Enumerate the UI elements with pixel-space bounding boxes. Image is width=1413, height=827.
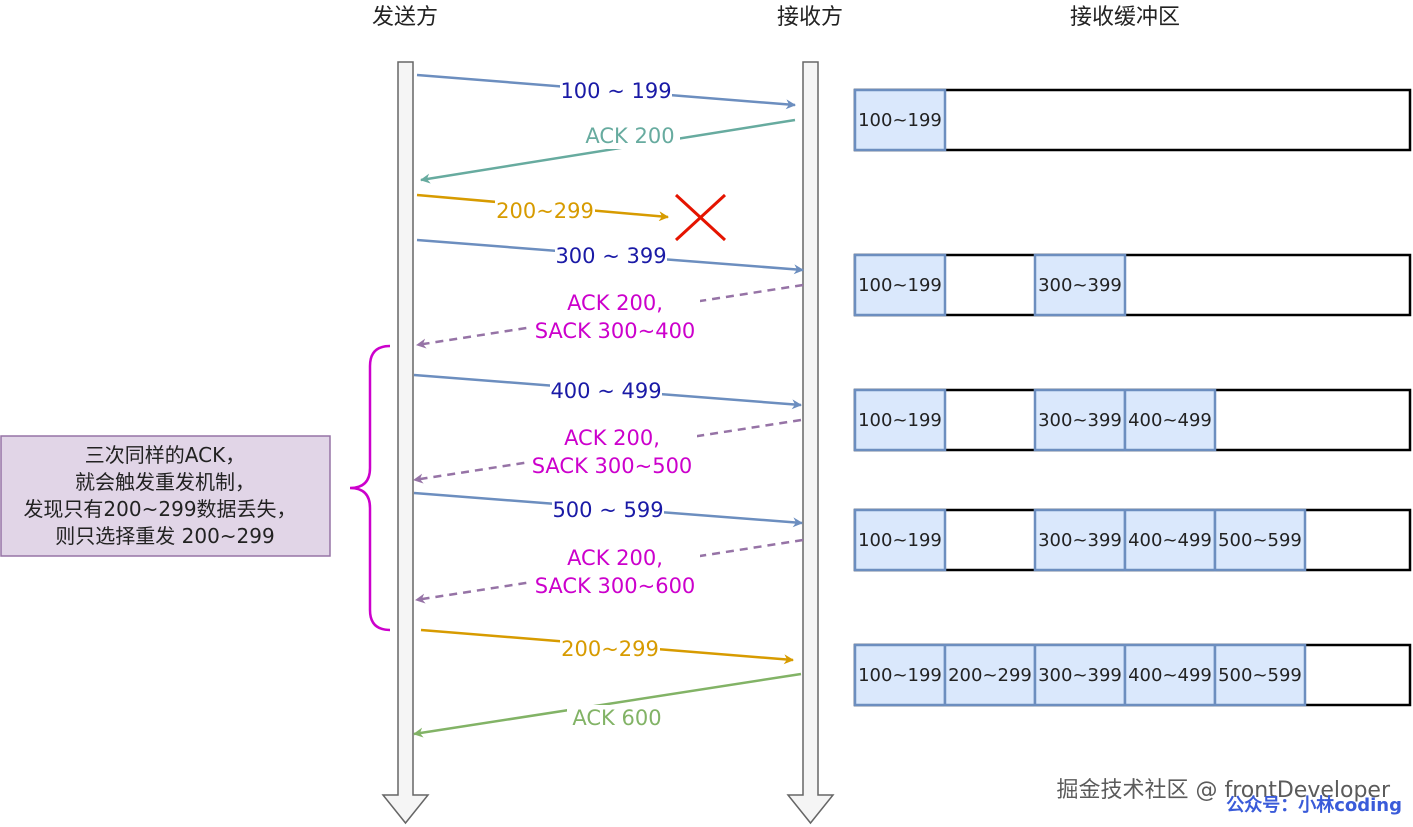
message-label: 300 ~ 399 bbox=[555, 244, 666, 268]
buffer-cell bbox=[853, 88, 947, 152]
buffer-cell bbox=[943, 643, 1037, 707]
receive-buffers: 100~199 100~199 300~399 100~199 300~399 400~4… bbox=[853, 88, 1412, 707]
message-arrow bbox=[420, 118, 796, 184]
message-arrow bbox=[415, 538, 804, 604]
buffer-cell bbox=[853, 643, 947, 707]
note-line: 发现只有200~299数据丢失， bbox=[23, 497, 296, 521]
message-label: ACK 200, bbox=[564, 426, 660, 450]
receiver-header: 接收方 bbox=[777, 5, 843, 30]
message-labels: 100 ~ 199 ACK 200 200~299 300 ~ 399 ACK … bbox=[495, 78, 700, 731]
buffer-cell-label: 500~599 bbox=[1218, 665, 1302, 686]
buffer-cell-label: 200~299 bbox=[948, 665, 1032, 686]
message-label: ACK 200, bbox=[567, 291, 663, 315]
buffer-cell-label: 400~499 bbox=[1128, 665, 1212, 686]
buffer-cell-label: 500~599 bbox=[1218, 530, 1302, 551]
buffer-cell bbox=[1033, 253, 1127, 317]
buffer-cell bbox=[1123, 508, 1217, 572]
buffer-cell bbox=[853, 253, 947, 317]
note-line: 则只选择重发 200~299 bbox=[55, 524, 274, 548]
message-label-secondary: SACK 300~400 bbox=[535, 319, 696, 343]
sender-lifeline bbox=[381, 61, 430, 825]
buffer-cell-label: 100~199 bbox=[858, 275, 942, 296]
message-label: 500 ~ 599 bbox=[552, 498, 663, 522]
buffer-cell bbox=[853, 388, 947, 452]
message-label: 100 ~ 199 bbox=[560, 79, 671, 103]
buffer-cell bbox=[1033, 508, 1127, 572]
buffer-cell bbox=[853, 508, 947, 572]
buffer-row bbox=[853, 88, 1412, 152]
note-box bbox=[0, 435, 331, 557]
buffer-cell bbox=[1213, 643, 1307, 707]
note-line: 就会触发重发机制， bbox=[75, 470, 255, 494]
message-arrow bbox=[413, 672, 802, 738]
buffer-cell bbox=[1123, 388, 1217, 452]
watermark-wechat: 公众号：小林coding bbox=[1226, 794, 1402, 816]
message-arrows bbox=[413, 73, 804, 738]
note-brace bbox=[349, 344, 391, 632]
buffer-cell-label: 300~399 bbox=[1038, 275, 1122, 296]
buffer-cell-label: 300~399 bbox=[1038, 665, 1122, 686]
message-label: ACK 200, bbox=[567, 546, 663, 570]
message-label: 400 ~ 499 bbox=[550, 379, 661, 403]
buffer-cell-label: 400~499 bbox=[1128, 410, 1212, 431]
buffer-cell-label: 300~399 bbox=[1038, 410, 1122, 431]
buffer-cell-label: 300~399 bbox=[1038, 530, 1122, 551]
buffer-header: 接收缓冲区 bbox=[1070, 5, 1180, 30]
message-label: 200~299 bbox=[496, 199, 594, 223]
buffer-cell-label: 400~499 bbox=[1128, 530, 1212, 551]
buffer-cell-label: 100~199 bbox=[858, 410, 942, 431]
message-label-secondary: SACK 300~600 bbox=[535, 574, 696, 598]
buffer-cell-label: 100~199 bbox=[858, 110, 942, 131]
buffer-cell-label: 100~199 bbox=[858, 665, 942, 686]
message-arrow bbox=[413, 418, 802, 484]
receiver-lifeline bbox=[786, 61, 835, 825]
message-label: ACK 600 bbox=[572, 706, 661, 730]
message-arrow bbox=[416, 283, 804, 349]
sender-header: 发送方 bbox=[372, 5, 438, 30]
message-label: 200~299 bbox=[561, 637, 659, 661]
message-label: ACK 200 bbox=[585, 124, 674, 148]
lost-packet-x-icon bbox=[674, 193, 727, 242]
note-line: 三次同样的ACK， bbox=[85, 443, 245, 467]
buffer-cell bbox=[1123, 643, 1217, 707]
buffer-cell-label: 100~199 bbox=[858, 530, 942, 551]
buffer-row bbox=[853, 253, 1412, 317]
watermark-juejin: 掘金技术社区 @ frontDeveloper bbox=[1057, 778, 1391, 803]
message-label-secondary: SACK 300~500 bbox=[532, 454, 693, 478]
buffer-cell bbox=[1213, 508, 1307, 572]
